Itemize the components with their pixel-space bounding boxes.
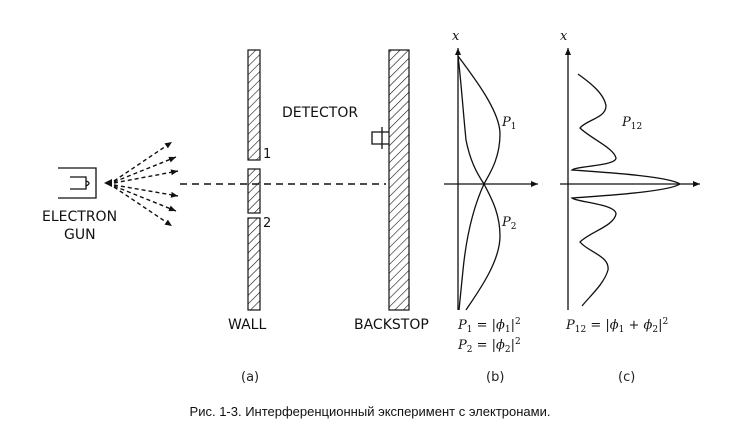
p12-curve [570,73,682,307]
p1-curve-label: P1 [502,115,517,132]
wall [247,49,261,311]
detector-label: DETECTOR [282,105,359,121]
panel-label-c: (c) [618,370,636,385]
hole-2-label: 2 [263,216,272,231]
panel-label-a: (a) [241,370,260,385]
axes-b [444,48,538,310]
formula-p1: P1 = |ϕ1|2 [458,317,521,335]
p2-curve-label: P2 [502,215,517,232]
p12-curve-label: P12 [622,115,643,132]
axis-x-label-b: x [452,29,460,44]
detector [371,127,389,149]
electron-gun-label-line1: ELECTRON [42,209,118,225]
hole-1-label: 1 [263,147,272,162]
backstop-label: BACKSTOP [354,317,429,333]
wall-label: WALL [228,317,267,333]
formula-p12: P12 = |ϕ1 + ϕ2|2 [566,317,669,335]
electron-gun-label-line2: GUN [64,227,96,243]
electron-gun [58,167,112,199]
backstop [388,49,410,311]
axes-c [560,48,700,310]
panel-label-b: (b) [486,370,505,385]
electron-spray [113,141,179,227]
axis-x-label-c: x [560,29,568,44]
p1-curve [457,55,501,311]
figure-caption: Рис. 1-3. Интерференционный эксперимент … [189,404,551,419]
formula-p2: P2 = |ϕ2|2 [458,337,521,355]
p2-curve [457,55,501,311]
